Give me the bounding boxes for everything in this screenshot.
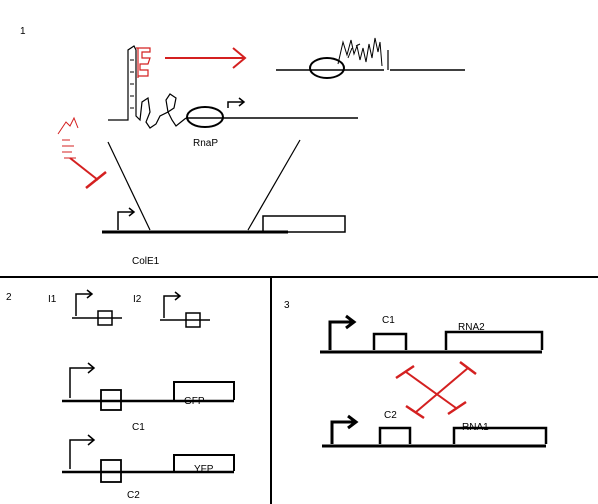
- panel-3-number: 3: [284, 300, 290, 311]
- rna-hairpin-structure: [108, 45, 187, 129]
- operator-box: [100, 389, 122, 411]
- rnap-label: RnaP: [193, 138, 218, 149]
- promoter-arrow-icon: [227, 97, 246, 108]
- construct-c2-rna1: C2 RNA1: [322, 410, 548, 448]
- promoter-arrow-icon: [163, 291, 182, 318]
- c1-label: C1: [132, 422, 145, 433]
- panel-dividers: [0, 276, 598, 504]
- terminated-transcript: [276, 37, 465, 79]
- construct-i1: I1: [48, 289, 122, 326]
- promoter-arrow-icon: [69, 434, 96, 469]
- panel-3: 3 C1 RNA2 C2 RNA1: [284, 300, 548, 448]
- transition-arrow: [165, 47, 247, 69]
- construct-i2: I2: [133, 291, 210, 328]
- c1-label-p3: C1: [382, 315, 395, 326]
- yfp-gene: [173, 454, 235, 471]
- construct-c2: YFP C2: [62, 434, 235, 501]
- promoter-arrow-icon: [69, 362, 96, 398]
- construct-c1-rna2: C1 RNA2: [320, 314, 544, 354]
- gfp-label: GFP: [184, 396, 205, 407]
- active-transcript: RnaP: [186, 97, 358, 149]
- c2-label: C2: [127, 490, 140, 501]
- rna1-label: RNA1: [462, 422, 489, 433]
- rnap-icon: [186, 106, 224, 128]
- gene-box: [262, 215, 346, 233]
- i1-label: I1: [48, 294, 57, 305]
- panel-1-number: 1: [20, 26, 26, 37]
- promoter-arrow-icon: [75, 289, 94, 316]
- promoter-arrow-icon: [117, 207, 136, 230]
- i2-label: I2: [133, 294, 142, 305]
- nascent-rna-hairpin-icon: [337, 37, 383, 67]
- c2-gene: [378, 426, 412, 444]
- promoter-arrow-icon: [328, 314, 357, 350]
- rnap-upper-icon: [309, 57, 345, 79]
- operator-box: [97, 310, 113, 326]
- rna1-gene: [452, 426, 548, 444]
- mutual-repression: [395, 361, 477, 420]
- cole1-dna: ColE1: [102, 207, 346, 267]
- operator-box: [185, 312, 201, 328]
- antisense-rna-small-icon: [57, 116, 79, 159]
- gfp-gene: [173, 381, 235, 400]
- panel-1: 1 RnaP: [20, 26, 465, 267]
- construct-c1: GFP C1: [62, 362, 235, 433]
- operator-box: [100, 459, 122, 483]
- c2-label-p3: C2: [384, 410, 397, 421]
- c1-gene: [372, 332, 408, 350]
- panel-2: 2 I1 I2 GFP C1: [6, 289, 235, 501]
- repression-inhibitor: [57, 116, 107, 189]
- stem-loop-icon: [108, 45, 187, 129]
- cole1-label: ColE1: [132, 256, 160, 267]
- rna2-gene: [444, 330, 544, 350]
- rna2-label: RNA2: [458, 322, 485, 333]
- panel-2-number: 2: [6, 292, 12, 303]
- promoter-arrow-icon: [330, 414, 359, 444]
- antisense-rna-icon: [136, 47, 151, 77]
- yfp-label: YFP: [194, 464, 214, 475]
